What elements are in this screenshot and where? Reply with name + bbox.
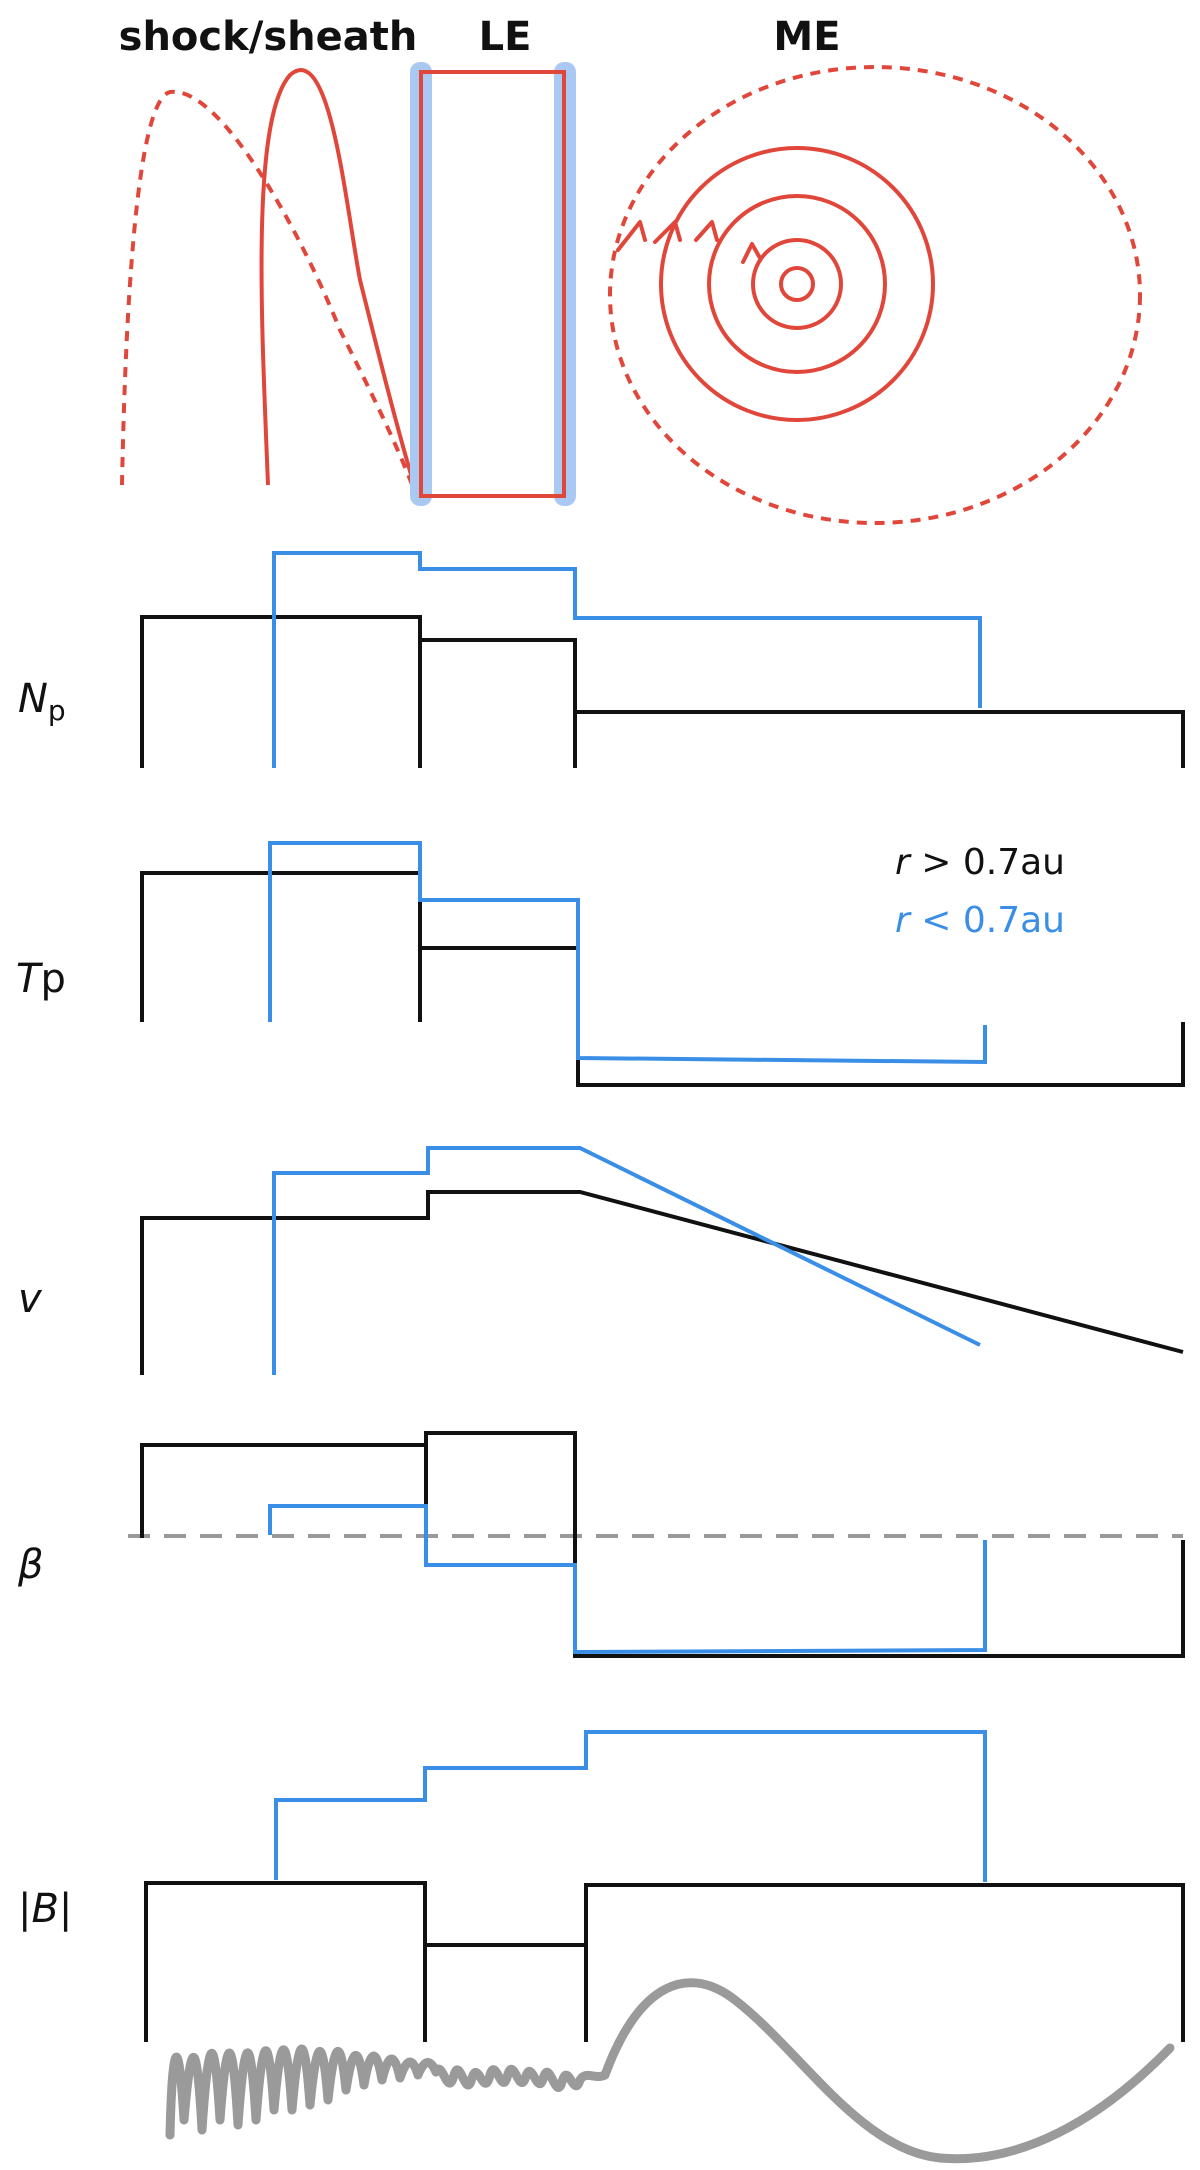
- flux-rope-ring-1: [779, 266, 815, 302]
- tp-label: Tp: [16, 956, 66, 1002]
- legend-outer: r > 0.7au: [895, 842, 1065, 883]
- structure-sketch: [120, 62, 1142, 525]
- b-label: |B|: [18, 1886, 72, 1932]
- legend-inner: r < 0.7au: [895, 900, 1065, 941]
- me-boundary-dashed: [608, 65, 1142, 525]
- v-outer-series: [140, 1190, 1184, 1375]
- panel-b: |B|: [18, 1730, 1185, 2164]
- b-outer-series: [144, 1881, 1185, 2042]
- flux-rope-ring-3: [707, 194, 887, 374]
- region-title-me: ME: [773, 14, 840, 60]
- v-inner-series: [272, 1146, 981, 1375]
- b-fluctuation-me: [600, 1978, 1175, 2164]
- beta-outer-series: [140, 1431, 1185, 1658]
- panel-v: v: [18, 1146, 1184, 1375]
- tp-inner-series: [268, 841, 987, 1065]
- legend: r > 0.7au r < 0.7au: [895, 842, 1065, 941]
- le-box: [419, 70, 566, 498]
- np-outer-series: [140, 615, 1185, 768]
- panel-np: Np: [18, 551, 1185, 768]
- beta-label: β: [17, 1542, 44, 1588]
- panel-beta: β: [17, 1431, 1185, 1658]
- region-title-shock: shock/sheath: [119, 14, 418, 60]
- v-label: v: [18, 1276, 43, 1322]
- flux-rope-ring-2: [751, 238, 843, 330]
- panel-tp: Tp r > 0.7au r < 0.7au: [16, 841, 1185, 1087]
- b-fluctuation-le: [431, 2064, 610, 2092]
- sheath-field-line: [259, 68, 414, 486]
- flux-rope-ring-4: [659, 146, 935, 422]
- np-inner-series: [272, 551, 982, 768]
- tp-outer-series: [140, 871, 1185, 1087]
- b-fluctuation-sheath: [165, 2044, 441, 2140]
- np-label: Np: [18, 676, 66, 727]
- flux-rope-arrows: [616, 220, 762, 264]
- b-inner-series: [274, 1730, 987, 1882]
- region-title-le: LE: [479, 14, 532, 60]
- beta-inner-series: [268, 1504, 987, 1655]
